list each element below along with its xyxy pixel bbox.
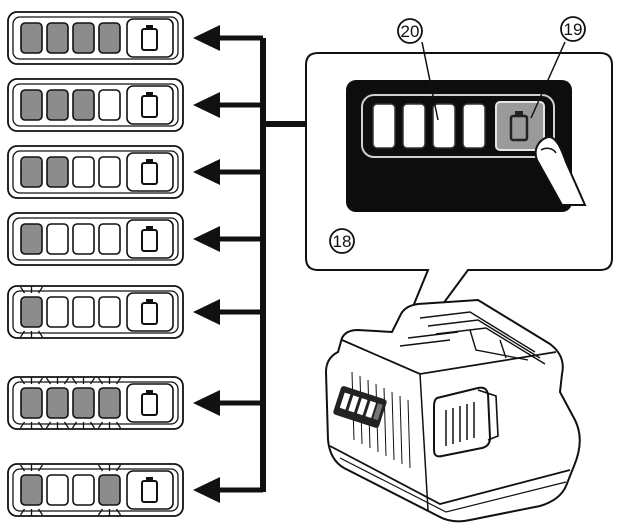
state-button-frame <box>126 383 174 423</box>
blink-rays <box>71 377 96 429</box>
indicator-state <box>7 212 184 266</box>
state-arrow <box>193 25 263 51</box>
blink-rays <box>97 464 122 516</box>
state-button-frame <box>126 85 174 125</box>
indicator-lamp <box>98 296 121 328</box>
indicator-lamp <box>46 22 69 54</box>
battery-icon <box>141 92 158 118</box>
state-button-frame <box>126 470 174 510</box>
callout-circle-18 <box>329 228 355 254</box>
state-arrows <box>193 25 360 503</box>
state-button-frame <box>126 292 174 332</box>
state-arrow <box>193 477 263 503</box>
finger-icon <box>534 135 587 206</box>
battery-release-latch <box>433 386 499 458</box>
battery-icon <box>141 390 158 416</box>
indicator-button <box>495 101 545 151</box>
indicator-lamp <box>98 387 121 419</box>
indicator-lamp <box>20 156 43 188</box>
indicator-lamp <box>98 223 121 255</box>
callout-circle-19 <box>560 16 586 42</box>
indicator-state <box>7 376 184 430</box>
battery-top-ribs <box>399 311 546 365</box>
indicator-lamp <box>20 223 43 255</box>
battery-front-ridge <box>419 373 429 511</box>
blink-rays <box>19 286 44 338</box>
battery-icon <box>141 159 158 185</box>
state-arrow <box>193 390 263 416</box>
indicator-state <box>7 11 184 65</box>
callout-label-18: 18 <box>333 232 352 251</box>
indicator-state <box>7 285 184 339</box>
indicator-state <box>7 145 184 199</box>
indicator-lamp <box>72 22 95 54</box>
blink-rays <box>97 377 122 429</box>
battery-icon <box>141 25 158 51</box>
indicator-lamp <box>98 474 121 506</box>
battery-icon <box>141 299 158 325</box>
indicator-lamp <box>20 89 43 121</box>
blink-rays <box>19 464 44 516</box>
state-arrow <box>193 299 263 325</box>
indicator-lamp <box>46 89 69 121</box>
battery-pack <box>324 298 581 523</box>
panel-lamp <box>372 103 396 149</box>
panel-lamp-frame <box>361 94 555 158</box>
indicator-lamp <box>72 89 95 121</box>
indicator-lamp <box>98 156 121 188</box>
indicator-states <box>7 11 184 517</box>
battery-bottom-groove <box>339 457 567 513</box>
panel-lamp <box>402 103 426 149</box>
battery-icon <box>141 477 158 503</box>
indicator-lamp <box>72 296 95 328</box>
blink-rays <box>45 377 70 429</box>
indicator-lamp <box>20 22 43 54</box>
state-button-frame <box>126 219 174 259</box>
indicator-lamp <box>20 296 43 328</box>
battery-indicator-slots <box>339 392 383 421</box>
indicator-lamp <box>46 223 69 255</box>
panel-lamps <box>372 103 486 149</box>
indicator-lamp <box>46 296 69 328</box>
indicator-lamp <box>98 22 121 54</box>
state-button-frame <box>126 152 174 192</box>
callout-leader-20 <box>421 41 439 121</box>
panel-lamp <box>432 103 456 149</box>
indicator-lamp <box>20 387 43 419</box>
battery-lower-edge <box>329 445 571 505</box>
indicator-lamp <box>46 156 69 188</box>
indicator-lamp <box>72 474 95 506</box>
indicator-lamp <box>20 474 43 506</box>
indicator-lamp <box>98 89 121 121</box>
callout-leader-19 <box>530 41 566 119</box>
blink-rays <box>19 377 44 429</box>
indicator-state <box>7 78 184 132</box>
callout-label-19: 19 <box>564 20 583 39</box>
indicator-lamp <box>46 474 69 506</box>
state-arrow <box>193 159 263 185</box>
panel-lamp <box>462 103 486 149</box>
indicator-state <box>7 463 184 517</box>
indicator-lamp <box>72 156 95 188</box>
indicator-lamp <box>72 223 95 255</box>
indicator-lamp <box>72 387 95 419</box>
indicator-lamp <box>46 387 69 419</box>
battery-icon <box>141 226 158 252</box>
battery-icon <box>509 111 529 142</box>
magnified-panel: 20 19 18 <box>305 16 613 393</box>
callout-label-20: 20 <box>401 22 420 41</box>
state-arrow <box>193 226 263 252</box>
state-arrow <box>193 92 263 118</box>
callout-circle-20 <box>397 18 423 44</box>
state-button-frame <box>126 18 174 58</box>
